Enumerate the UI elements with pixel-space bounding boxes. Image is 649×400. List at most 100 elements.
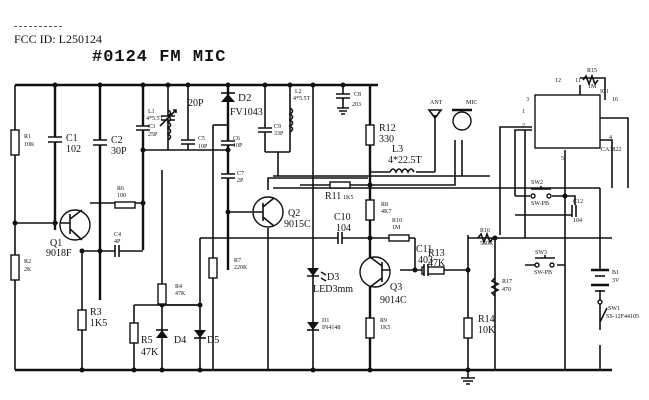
capacitor-C11: C11 403 [416, 244, 433, 276]
label: 4*5.5T [146, 116, 164, 122]
label: 560K [480, 241, 494, 247]
resistor-R2: R2 2K [10, 254, 32, 281]
label: 20P [188, 98, 204, 109]
label: 9018F [46, 248, 72, 259]
label: B1 [612, 270, 619, 276]
resistor-R5: R5 47K [129, 322, 159, 358]
label: R15 [587, 68, 597, 74]
label: D5 [207, 335, 219, 346]
resistor-R12: R12 330 [365, 123, 396, 146]
ic-pin: 4 [609, 135, 612, 141]
label: 10P [233, 143, 243, 149]
resistor-R8: R8 4K7 [365, 199, 391, 221]
capacitor-C3: C3 25P [136, 124, 158, 138]
label: R7 [234, 258, 241, 264]
label: CA3822 [601, 147, 621, 153]
resistor-R13: R13 47K [421, 248, 446, 275]
label: 47K [141, 347, 159, 358]
label: D4 [174, 335, 186, 346]
label: FV1043 [230, 107, 263, 118]
label: R17 [502, 279, 512, 285]
capacitor-C8: C8 203 [336, 92, 361, 115]
label: C4 [114, 232, 121, 238]
resistor-R17: R17 470 [490, 277, 512, 297]
label: R14 [478, 314, 495, 325]
label: Q3 [390, 282, 402, 293]
label: R6 [117, 186, 124, 192]
label: C10 [334, 212, 351, 223]
ground-icon [461, 370, 475, 385]
diode-D1: D1 IN4148 [307, 318, 340, 331]
label: C6 [233, 136, 240, 142]
label: 1M [588, 84, 597, 90]
trimmer-capacitor-VC: 20P [159, 98, 204, 127]
capacitor-C7: C7 2P [221, 171, 244, 184]
ic-CA3822: 3 1 2 5 4 11 12 16 IC1 CA3822 [522, 78, 621, 162]
label: L1 [148, 109, 155, 115]
battery-B1: B1 3V [591, 268, 620, 292]
label: C8 [354, 92, 361, 98]
resistor-R4: R4 47K [157, 283, 186, 305]
resistor-R3: R3 1K5 [77, 307, 107, 331]
label: SW1 [608, 306, 620, 312]
varactor-D2: D2 FV1043 [221, 92, 263, 118]
label: D2 [238, 92, 251, 104]
label: 10P [198, 144, 208, 150]
label: SS-12F44105 [606, 314, 639, 320]
microphone-icon: MIC [452, 100, 477, 131]
label: 9014C [380, 295, 407, 306]
label: L3 [392, 144, 403, 155]
capacitor-C12: C12 104 [571, 199, 583, 224]
label: R13 [428, 248, 445, 259]
label: 47K [175, 291, 186, 297]
inductor-L2: L2 4*5.5T [288, 89, 311, 133]
transistor-Q3: Q3 9014C [359, 256, 407, 306]
label: C2 [111, 135, 123, 146]
label: Q2 [288, 208, 300, 219]
resistor-R11: R11 1K5 [325, 181, 353, 202]
label: MIC [466, 100, 477, 106]
label: 203 [352, 102, 361, 108]
capacitor-C2: C2 30P [93, 135, 127, 157]
label: IC1 [600, 89, 609, 95]
ic-pin: 12 [555, 78, 561, 84]
antenna-icon: ANT [427, 100, 443, 120]
label: C11 [416, 244, 432, 255]
capacitor-C5: C5 10P [181, 136, 208, 150]
inductor-L1: L1 4*5.5T [146, 109, 172, 141]
header-rule [14, 26, 62, 27]
label: 47K [428, 258, 446, 269]
label: SW-PB [531, 201, 549, 207]
resistor-R15: R15 1M [582, 68, 599, 90]
label: 30P [111, 146, 127, 157]
diode-D4: D4 [156, 329, 186, 346]
label: C7 [237, 171, 244, 177]
ic-pin: 11 [575, 78, 581, 84]
label: 470 [502, 287, 511, 293]
label: SW3 [535, 250, 547, 256]
label: Q1 [50, 238, 62, 249]
label: 2P [237, 178, 244, 184]
label: 1M [392, 225, 401, 231]
label: 10K [478, 325, 496, 336]
label: 1K5 [90, 318, 107, 329]
capacitor-C10: C10 104 [334, 212, 351, 244]
transistor-Q2: Q2 9015C [252, 196, 311, 230]
label: 33P [274, 131, 284, 137]
label: 100 [117, 193, 126, 199]
label: C12 [573, 199, 583, 205]
label: LED3mm [313, 284, 353, 295]
label: C1 [66, 133, 78, 144]
ic-pin: 2 [522, 123, 525, 129]
label: 1K5 [343, 195, 353, 201]
label: R5 [141, 335, 153, 346]
label: 220K [234, 265, 248, 271]
label: ANT [430, 100, 443, 106]
ic-pin: 5 [561, 156, 564, 162]
ic-pin: 16 [612, 97, 618, 103]
label: C9 [274, 124, 281, 130]
label: SW-PB [534, 270, 552, 276]
resistor-R10: R10 1M [388, 218, 410, 242]
diagram-title: #0124 FM MIC [92, 48, 227, 67]
